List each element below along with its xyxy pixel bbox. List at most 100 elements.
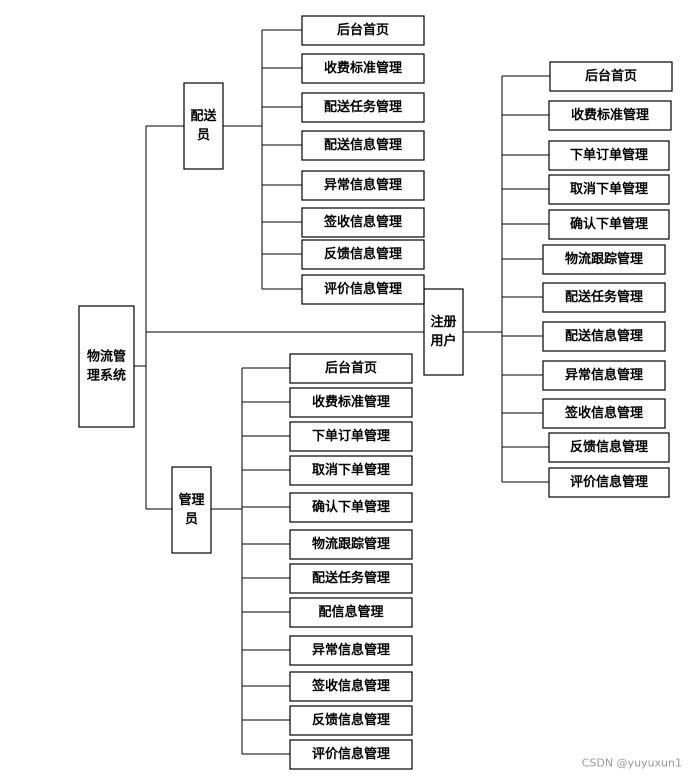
deliverer-item-label: 后台首页 — [337, 22, 389, 38]
deliverer-item-box — [301, 239, 425, 270]
watermark: CSDN @yuyuxun1 — [582, 757, 682, 770]
admin-item-box — [289, 455, 413, 486]
role-node-user-label: 注册 — [430, 314, 456, 330]
deliverer-item: 配送信息管理 — [301, 130, 425, 161]
user-item-box — [549, 61, 673, 92]
admin-item-label: 取消下单管理 — [312, 462, 390, 478]
admin-item: 取消下单管理 — [289, 455, 413, 486]
user-item: 后台首页 — [549, 61, 673, 92]
user-item-label: 评价信息管理 — [570, 474, 648, 490]
admin-item: 评价信息管理 — [289, 739, 413, 770]
deliverer-item-box — [301, 274, 425, 305]
deliverer-item-box — [301, 92, 425, 123]
admin-item-box — [289, 492, 413, 523]
admin-item-label: 评价信息管理 — [312, 746, 390, 762]
role-node-deliverer-box — [183, 82, 224, 170]
user-item-label: 反馈信息管理 — [570, 439, 648, 455]
deliverer-item: 签收信息管理 — [301, 207, 425, 238]
user-item-label: 取消下单管理 — [570, 181, 648, 197]
deliverer-item-label: 签收信息管理 — [323, 214, 402, 230]
deliverer-item-label: 异常信息管理 — [324, 177, 402, 193]
user-item-label: 物流跟踪管理 — [565, 251, 643, 267]
admin-item: 配信息管理 — [289, 597, 413, 628]
user-item-box — [542, 282, 666, 313]
role-node-admin-label: 管理 — [178, 492, 204, 508]
user-item-label: 配送信息管理 — [565, 328, 643, 344]
root-node-logistics-system-label: 理系统 — [87, 368, 126, 384]
admin-item-label: 确认下单管理 — [312, 499, 390, 515]
deliverer-item: 异常信息管理 — [301, 170, 425, 201]
role-node-user-label: 用户 — [429, 333, 456, 349]
role-node-admin: 管理员 — [171, 466, 212, 554]
admin-item-label: 收费标准管理 — [312, 394, 390, 410]
user-item: 反馈信息管理 — [548, 432, 670, 463]
user-item-box — [548, 209, 670, 240]
user-item: 物流跟踪管理 — [542, 244, 666, 275]
deliverer-item: 收费标准管理 — [301, 53, 425, 84]
admin-item: 后台首页 — [289, 353, 413, 384]
user-item: 取消下单管理 — [548, 174, 670, 205]
deliverer-item-label: 配送任务管理 — [324, 99, 402, 115]
deliverer-item-box — [301, 207, 425, 238]
user-item-label: 确认下单管理 — [570, 216, 648, 232]
admin-item: 收费标准管理 — [289, 387, 413, 418]
admin-item: 签收信息管理 — [289, 671, 413, 702]
user-item-box — [542, 360, 666, 391]
admin-item-box — [289, 671, 413, 702]
deliverer-item-box — [301, 170, 425, 201]
role-node-deliverer-label: 员 — [197, 128, 210, 143]
deliverer-item-label: 收费标准管理 — [324, 60, 402, 76]
deliverer-item: 后台首页 — [301, 15, 425, 46]
admin-item-label: 配送任务管理 — [312, 570, 390, 586]
admin-item: 下单订单管理 — [289, 421, 413, 452]
user-item-label: 下单订单管理 — [570, 147, 648, 163]
user-item-box — [542, 398, 666, 429]
user-item-box — [542, 244, 666, 275]
admin-item-box — [289, 563, 413, 594]
deliverer-item-label: 反馈信息管理 — [324, 246, 402, 262]
user-item-label: 收费标准管理 — [571, 107, 649, 123]
user-item: 配送信息管理 — [542, 321, 666, 352]
admin-item-box — [289, 353, 413, 384]
admin-item-label: 下单订单管理 — [312, 428, 390, 444]
user-item: 确认下单管理 — [548, 209, 670, 240]
admin-item: 确认下单管理 — [289, 492, 413, 523]
admin-item-box — [289, 529, 413, 560]
admin-item-box — [289, 387, 413, 418]
role-node-admin-box — [171, 466, 212, 554]
admin-item: 配送任务管理 — [289, 563, 413, 594]
admin-item-box — [289, 421, 413, 452]
deliverer-item-box — [301, 53, 425, 84]
user-item-box — [542, 321, 666, 352]
user-item-box — [548, 140, 670, 171]
user-item-box — [548, 467, 670, 498]
admin-item: 反馈信息管理 — [289, 705, 413, 736]
admin-item: 异常信息管理 — [289, 635, 413, 666]
user-item: 配送任务管理 — [542, 282, 666, 313]
user-item-box — [548, 432, 670, 463]
user-item-label: 配送任务管理 — [565, 289, 643, 305]
admin-item-label: 后台首页 — [325, 360, 377, 376]
role-node-deliverer: 配送员 — [183, 82, 224, 170]
user-item: 评价信息管理 — [548, 467, 670, 498]
admin-item-label: 签收信息管理 — [311, 678, 390, 694]
user-item: 异常信息管理 — [542, 360, 666, 391]
user-item-label: 签收信息管理 — [564, 405, 643, 421]
admin-item-box — [289, 739, 413, 770]
admin-item-label: 物流跟踪管理 — [312, 536, 390, 552]
admin-item: 物流跟踪管理 — [289, 529, 413, 560]
diagram-nodes: 物流管理系统配送员管理员注册用户后台首页收费标准管理配送任务管理配送信息管理异常… — [78, 15, 673, 770]
deliverer-item: 评价信息管理 — [301, 274, 425, 305]
deliverer-item-box — [301, 130, 425, 161]
user-item-box — [548, 174, 670, 205]
user-item-label: 异常信息管理 — [565, 367, 643, 383]
role-node-admin-label: 员 — [185, 512, 198, 527]
deliverer-item-label: 评价信息管理 — [324, 281, 402, 297]
admin-item-label: 异常信息管理 — [312, 642, 390, 658]
root-node-logistics-system-label: 物流管 — [87, 349, 126, 365]
admin-item-box — [289, 705, 413, 736]
admin-item-label: 反馈信息管理 — [312, 712, 390, 728]
